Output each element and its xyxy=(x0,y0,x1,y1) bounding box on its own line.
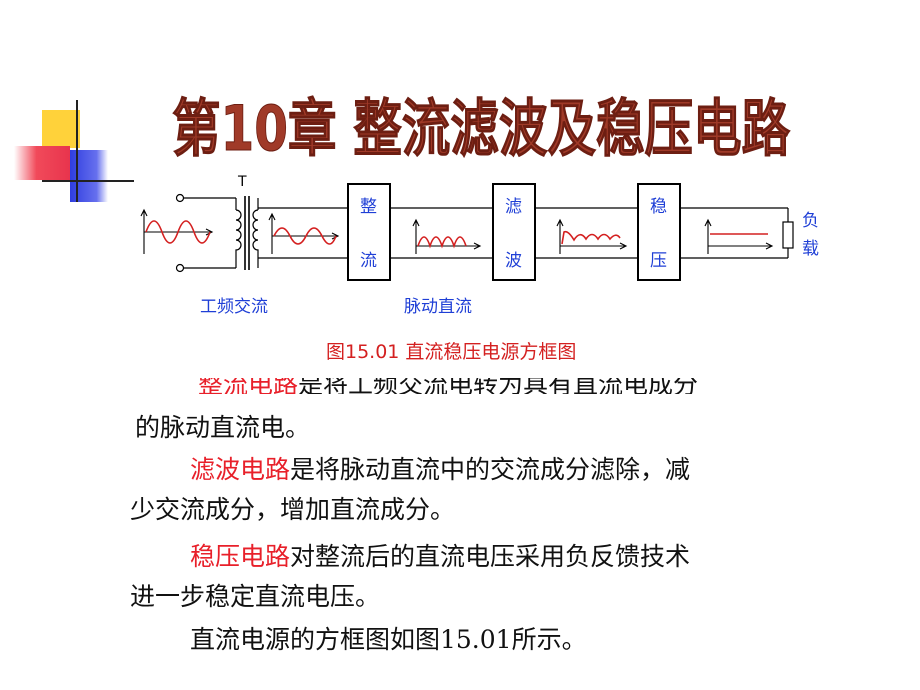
input-axes xyxy=(140,208,214,254)
pulsating-dc-label: 脉动直流 xyxy=(404,297,472,317)
transformer-label: T xyxy=(237,174,247,190)
rectifier-char-2: 流 xyxy=(360,251,377,271)
rectifier-char-1: 整 xyxy=(360,197,377,217)
transformer-symbol xyxy=(235,196,259,270)
filtered-axes xyxy=(556,218,628,254)
paragraph-1-text: 是将工频交流电转为具有直流电成分 xyxy=(298,378,699,394)
load-resistor xyxy=(782,221,794,249)
input-terminal-bottom xyxy=(175,263,185,273)
slide-title-text: 第10章 整流滤波及稳压电路 xyxy=(172,92,791,165)
regulator-char-2: 压 xyxy=(650,251,667,271)
regulated-axes xyxy=(704,218,774,254)
input-sine-wave xyxy=(145,220,211,244)
decor-red-bar xyxy=(14,146,70,180)
rectifier-circuit-term: 整流电路 xyxy=(198,378,299,394)
rectifier-block xyxy=(347,183,391,281)
secondary-axes xyxy=(268,212,340,254)
paragraph-2-line-1: 滤波电路是将脉动直流中的交流成分滤除，减 xyxy=(190,450,690,486)
input-ac-label: 工频交流 xyxy=(200,297,268,317)
filter-circuit-term: 滤波电路 xyxy=(190,455,291,484)
paragraph-1-line-2: 的脉动直流电。 xyxy=(135,413,311,442)
block-diagram: T 整 流 滤 波 稳 压 负 载 工频交流 脉动直流 图15.01 直流稳压电… xyxy=(140,174,819,363)
load-char-1: 负 xyxy=(802,211,819,231)
paragraph-3-line-1: 稳压电路对整流后的直流电压采用负反馈技术 xyxy=(190,537,690,573)
regulator-block xyxy=(637,183,681,281)
paragraph-3-line-2: 进一步稳定直流电压。 xyxy=(130,582,381,611)
decor-horizontal-line xyxy=(42,180,134,182)
load-char-2: 载 xyxy=(802,239,819,259)
rectified-axes xyxy=(412,218,482,254)
paragraph-1-line-1: 整流电路是将工频交流电转为具有直流电成分 xyxy=(198,378,698,394)
secondary-sine-wave xyxy=(273,227,337,245)
paragraph-3-text: 对整流后的直流电压采用负反馈技术 xyxy=(290,542,691,571)
slide-title: 第10章 整流滤波及稳压电路 xyxy=(172,92,792,166)
filter-block xyxy=(492,183,536,281)
decor-yellow-square xyxy=(42,110,80,148)
paragraph-4: 直流电源的方框图如图15.01所示。 xyxy=(190,625,587,654)
regulator-circuit-term: 稳压电路 xyxy=(190,542,291,571)
filter-char-2: 波 xyxy=(505,251,522,271)
pulsating-dc-wave xyxy=(417,236,467,249)
decor-vertical-line xyxy=(76,100,78,202)
paragraph-2-text: 是将脉动直流中的交流成分滤除，减 xyxy=(290,455,691,484)
diagram-caption: 图15.01 直流稳压电源方框图 xyxy=(326,341,576,363)
regulator-char-1: 稳 xyxy=(650,197,667,217)
input-terminal-top xyxy=(175,193,185,203)
filtered-dc-wave xyxy=(561,230,621,245)
paragraph-2-line-2: 少交流成分，增加直流成分。 xyxy=(130,495,456,524)
filter-char-1: 滤 xyxy=(505,197,522,217)
